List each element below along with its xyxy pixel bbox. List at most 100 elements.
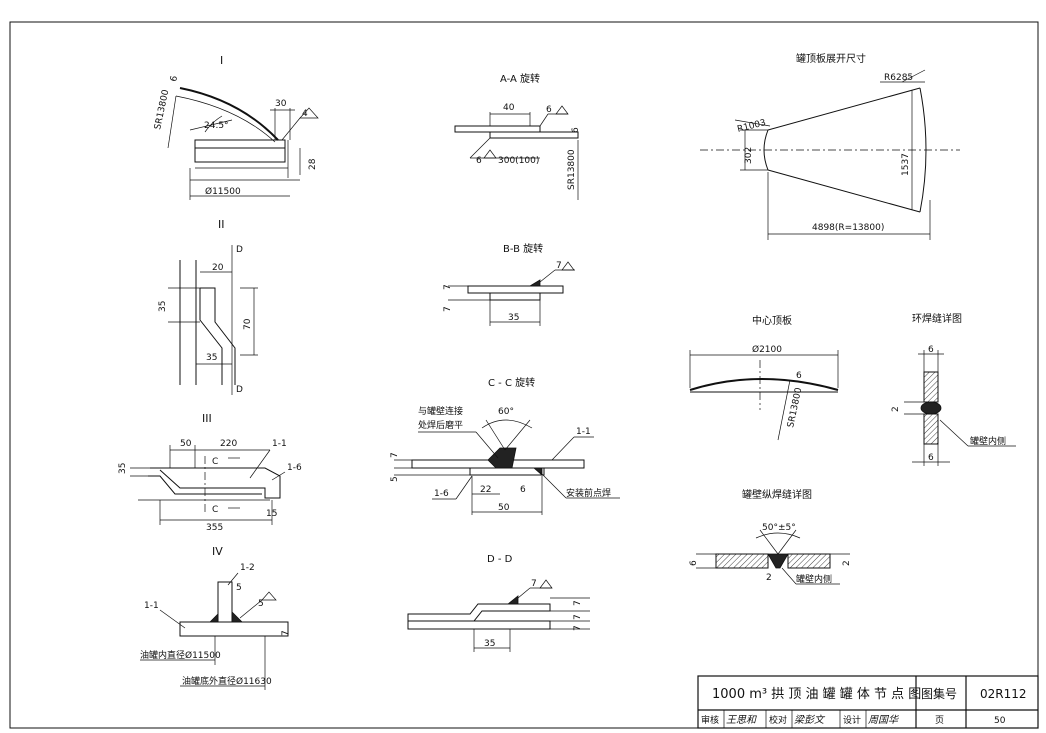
section-CC-note1: 与罐壁连接	[418, 405, 463, 417]
ring-weld-detail: 环焊缝详图 6 2 6 罐壁内侧	[891, 312, 1016, 466]
detail-III-markC2: C	[212, 505, 218, 515]
section-BB-dim35: 35	[508, 313, 519, 323]
section-BB-dim7b: 7	[443, 306, 453, 312]
roof-plate-dim1537: 1537	[901, 153, 911, 176]
section-DD-dim7a: 7	[573, 600, 583, 606]
center-plate-diam: Ø2100	[752, 344, 782, 355]
section-CC-note3: 安装前点焊	[566, 487, 611, 499]
section-AA-weld6b: 6	[476, 156, 482, 166]
section-CC-dim5: 5	[390, 476, 400, 482]
detail-II: II D D 20 35 70 35	[158, 218, 258, 395]
title-block-atlas-no: 02R112	[980, 687, 1027, 701]
title-block-review-sig: 王思和	[726, 714, 757, 726]
section-BB-title: B-B 旋转	[503, 242, 543, 255]
ring-weld-dim6a: 6	[928, 345, 934, 355]
section-DD-dim7b: 7	[573, 614, 583, 620]
section-CC-angle: 60°	[498, 407, 514, 417]
title-block-design-sig: 周国华	[868, 714, 899, 726]
section-CC-dim6: 6	[520, 485, 526, 495]
section-BB-dim7a: 7	[443, 284, 453, 290]
detail-I: I SR13800 6 24.5° 30 4 28 Ø11500	[153, 54, 319, 200]
detail-I-thk: 6	[169, 75, 180, 83]
center-plate: 中心顶板 Ø2100 6 SR13800	[689, 314, 839, 441]
section-AA-note: 300(100)	[498, 156, 539, 166]
detail-III-dim220: 220	[220, 439, 237, 449]
detail-I-diam: Ø11500	[205, 186, 241, 197]
detail-II-dim35b: 35	[206, 353, 217, 363]
detail-II-dim20: 20	[212, 263, 224, 273]
section-DD-dim35: 35	[484, 639, 495, 649]
section-AA-dim6: 6	[571, 127, 581, 133]
detail-II-title: II	[218, 218, 225, 231]
title-block-atlas-label: 图集号	[921, 686, 957, 701]
section-DD-dim7c: 7	[573, 625, 583, 631]
section-CC-tag11: 1-1	[576, 427, 591, 437]
roof-plate-layout: 罐顶板展开尺寸 1537 R6285 R1003 302 4898(R=1380…	[700, 52, 960, 240]
center-plate-radius: SR13800	[786, 387, 804, 429]
section-CC-dim50: 50	[498, 503, 510, 513]
long-weld-angle: 50°±5°	[762, 523, 796, 533]
section-AA-dim40: 40	[503, 103, 515, 113]
detail-IV-inner: 油罐内直径Ø11500	[140, 649, 221, 661]
ring-weld-note: 罐壁内侧	[970, 435, 1006, 447]
detail-I-dim30: 30	[275, 99, 287, 109]
detail-IV-dim5b: 5	[258, 599, 264, 609]
detail-IV-title: IV	[212, 545, 223, 558]
detail-III-tag16: 1-6	[287, 463, 302, 473]
detail-III-markC1: C	[212, 457, 218, 467]
detail-IV-outer: 油罐底外直径Ø11630	[182, 675, 272, 687]
detail-IV-tag12: 1-2	[240, 563, 255, 573]
section-AA-radius: SR13800	[567, 149, 577, 190]
center-plate-title: 中心顶板	[752, 314, 792, 327]
sheet-border	[9, 21, 1039, 729]
detail-I-weld: 4	[302, 109, 308, 119]
section-DD-weld7: 7	[531, 579, 537, 589]
detail-III-title: III	[202, 412, 212, 425]
title-block-page-no: 50	[994, 716, 1006, 726]
long-weld-dim2a: 2	[842, 560, 852, 566]
detail-III-dim50: 50	[180, 439, 192, 449]
detail-II-dim35a: 35	[158, 301, 168, 312]
detail-IV-dim7: 7	[281, 630, 291, 636]
ring-weld-dim6b: 6	[928, 453, 934, 463]
detail-IV-tag11: 1-1	[144, 601, 159, 611]
section-BB-weld7: 7	[556, 261, 562, 271]
detail-II-markD-top: D	[236, 245, 243, 255]
detail-I-title: I	[220, 54, 223, 67]
section-CC-dim22: 22	[480, 485, 491, 495]
long-weld-dim6: 6	[689, 560, 699, 566]
ring-weld-title: 环焊缝详图	[912, 312, 962, 325]
section-CC-title: C - C 旋转	[488, 376, 535, 389]
title-block: 1000 m³ 拱 顶 油 罐 罐 体 节 点 图 图集号 02R112 审核 …	[697, 675, 1039, 729]
title-block-review: 审核	[701, 714, 719, 726]
detail-II-dim70: 70	[243, 318, 253, 330]
detail-IV: IV 1-2 5 5 1-1 7 油罐内直径Ø11500 油罐底外直径Ø1163…	[140, 545, 291, 690]
detail-IV-dim5a: 5	[236, 583, 242, 593]
detail-III-dim35: 35	[118, 463, 128, 474]
roof-plate-title: 罐顶板展开尺寸	[796, 52, 866, 65]
section-AA-weld6: 6	[546, 105, 552, 115]
detail-III-dim15: 15	[266, 509, 277, 519]
section-DD: D - D 7 7 7 7 35	[407, 554, 590, 652]
detail-I-radius: SR13800	[153, 89, 171, 131]
detail-I-dim28: 28	[308, 158, 318, 170]
detail-III-dim355: 355	[206, 523, 223, 533]
ring-weld-dim2: 2	[891, 406, 901, 412]
section-CC-note2: 处焊后磨平	[418, 419, 463, 431]
title-block-check-sig: 梁彭文	[794, 714, 826, 726]
section-BB: B-B 旋转 7 7 7 35	[443, 242, 575, 326]
long-weld-title: 罐壁纵焊缝详图	[742, 488, 812, 501]
long-weld-dim2b: 2	[766, 573, 772, 583]
title-block-design: 设计	[843, 714, 861, 726]
section-AA: A-A 旋转 40 6 6 6 300(100) SR13800	[454, 72, 581, 200]
roof-plate-dimlen: 4898(R=13800)	[812, 223, 884, 233]
section-CC-tag16: 1-6	[434, 489, 449, 499]
section-AA-title: A-A 旋转	[500, 72, 540, 85]
title-block-page-label: 页	[935, 715, 944, 726]
long-weld-note: 罐壁内侧	[796, 573, 832, 585]
long-weld-detail: 罐壁纵焊缝详图 50°±5° 6 2 2 罐壁内侧	[689, 488, 852, 585]
title-block-check: 校对	[769, 714, 787, 726]
section-DD-title: D - D	[487, 554, 513, 565]
detail-II-markD-bot: D	[236, 385, 243, 395]
